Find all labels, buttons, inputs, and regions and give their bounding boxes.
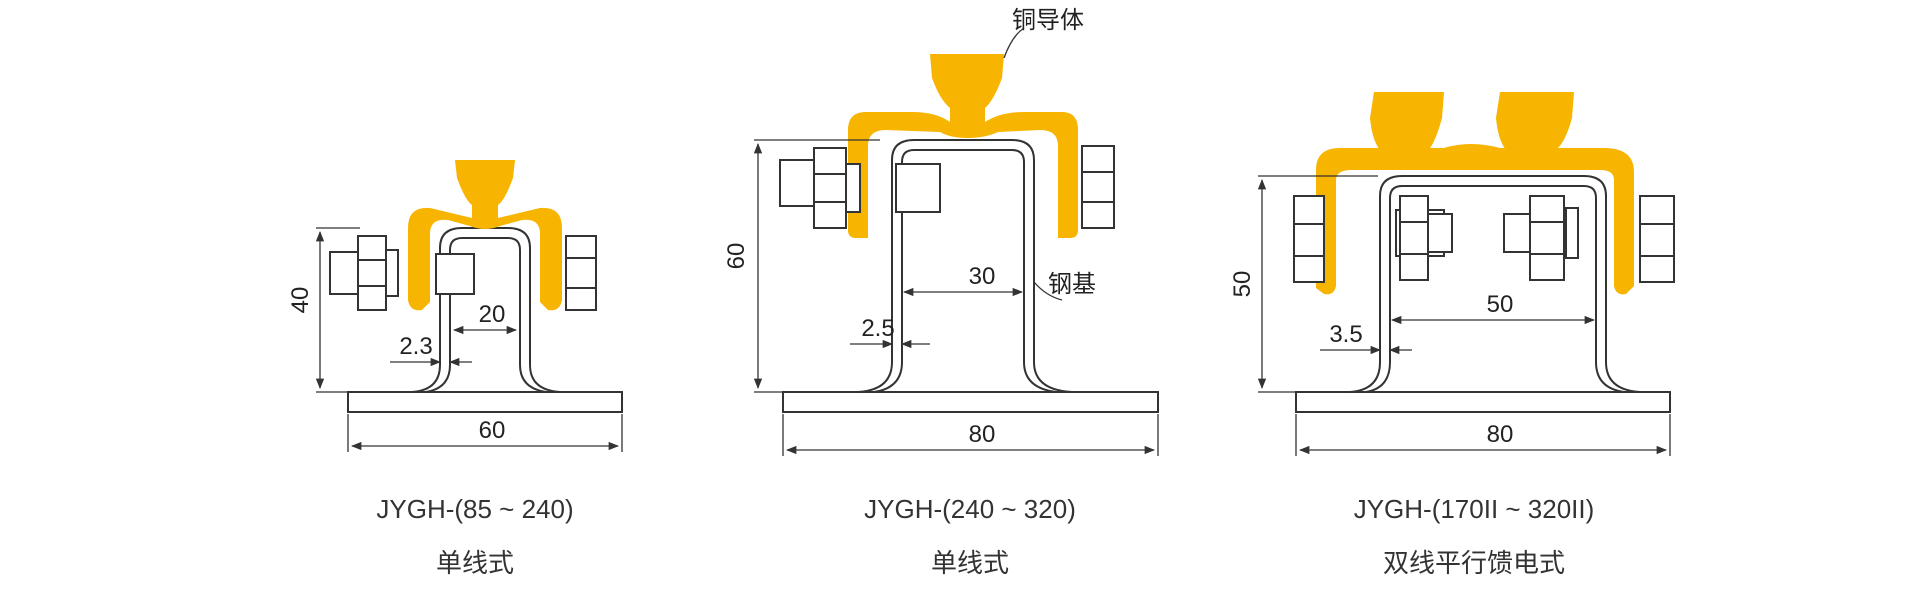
bolt-2 (779, 145, 1115, 229)
steel-base-1 (347, 391, 623, 413)
dim-height-2 (753, 139, 880, 393)
copper-conductor-3 (1316, 92, 1634, 295)
copper-conductor-2 (848, 54, 1078, 238)
dim-base-width-2 (782, 414, 1159, 456)
model-caption-1: JYGH-(85 ~ 240) (376, 494, 573, 524)
model-caption-2: JYGH-(240 ~ 320) (864, 494, 1076, 524)
dim-base-width-label-2: 80 (969, 421, 996, 448)
dim-base-width-1 (347, 414, 623, 452)
steel-base-2 (782, 391, 1159, 413)
dim-base-width-label-3: 80 (1487, 421, 1514, 448)
bolt-3 (1293, 195, 1675, 283)
dim-height-label-2: 60 (723, 243, 750, 270)
dim-thickness-label-1: 2.3 (399, 333, 432, 360)
type-caption-2: 单线式 (931, 549, 1009, 579)
dim-thickness-label-3: 3.5 (1329, 321, 1362, 348)
dim-height-3 (1257, 175, 1378, 393)
dim-thickness-label-2: 2.5 (861, 315, 894, 342)
dim-inner-width-label-2: 30 (969, 263, 996, 290)
steel-base-3 (1295, 391, 1671, 413)
callout-leader-conductor (1003, 27, 1025, 59)
type-caption-3: 双线平行馈电式 (1383, 549, 1565, 579)
dim-height-label-1: 40 (287, 287, 314, 314)
diagram-2: 60 30 2.5 80 铜导体 钢基 JYGH-(240 ~ 320) 单线式 (723, 6, 1159, 579)
type-caption-1: 单线式 (436, 549, 514, 579)
dim-base-width-label-1: 60 (479, 417, 506, 444)
model-caption-3: JYGH-(170II ~ 320II) (1354, 494, 1595, 524)
copper-conductor-1 (408, 160, 562, 311)
callout-leader-base (1033, 281, 1063, 301)
dim-inner-width-label-3: 50 (1487, 291, 1514, 318)
bolt-1 (329, 235, 597, 311)
dim-height-1 (315, 227, 360, 393)
diagram-1: 40 20 2.3 60 JYGH-(85 ~ 240) 单线式 (287, 160, 623, 579)
callout-conductor: 铜导体 (1012, 6, 1084, 34)
dim-height-label-3: 50 (1229, 271, 1256, 298)
steel-bracket-2 (857, 139, 1073, 393)
callout-base: 钢基 (1048, 270, 1096, 298)
dim-base-width-3 (1295, 414, 1671, 456)
dim-inner-width-label-1: 20 (479, 301, 506, 328)
diagram-3: 50 50 3.5 80 JYGH-(170II ~ 320II) 双线平行馈电… (1229, 92, 1675, 579)
steel-bracket-3 (1349, 175, 1641, 393)
